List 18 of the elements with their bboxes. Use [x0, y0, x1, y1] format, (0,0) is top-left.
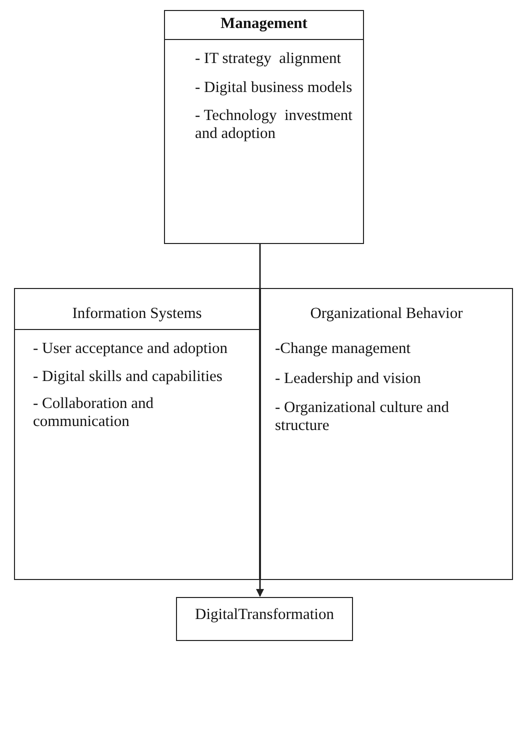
arrow [256, 244, 264, 597]
box-heading: Management [165, 11, 363, 40]
process-box [14, 288, 260, 580]
process-box [176, 597, 353, 641]
list-item: - Collaboration and communication [33, 395, 155, 432]
list-item: - Leadership and vision [275, 370, 422, 388]
box-heading: DigitalTransformation [194, 605, 335, 625]
box-heading: Organizational Behavior [309, 304, 464, 324]
process-box [164, 10, 364, 244]
list-item: - IT strategy alignment [195, 50, 342, 68]
list-item: - Organizational culture and structure [275, 399, 450, 436]
list-item: - Digital skills and capabilities [33, 368, 224, 386]
list-item: - Digital business models [195, 78, 354, 96]
box-heading: Information Systems [15, 289, 259, 330]
list-item: -Change management [275, 340, 412, 358]
list-item: - User acceptance and adoption [33, 340, 229, 358]
process-box [260, 288, 513, 580]
list-item: - Technology investment and adoption [195, 107, 354, 144]
